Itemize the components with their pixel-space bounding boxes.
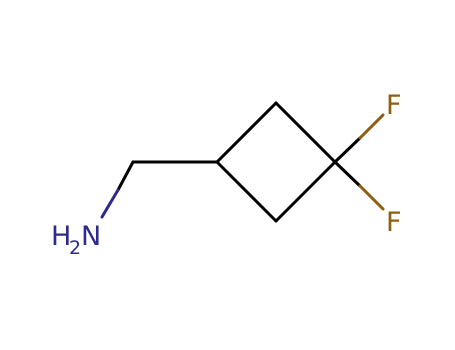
amine-nitrogen-label: N [81,221,101,252]
amine-hydrogen-label: H [51,221,71,252]
bond-ch2-to-n-carbon-half [116,160,135,192]
bond-c-to-f-bottom-carbon-half [333,160,362,188]
fluorine-bottom-label: F [386,207,402,238]
bond-ch2-to-n-nitrogen-half [100,188,120,219]
bond-c-to-f-bottom-fluorine-half [358,184,385,211]
amine-hydrogen-subscript: 2 [69,237,81,259]
bond-ring-top-left [215,101,278,164]
bond-c-to-f-top-fluorine-half [358,113,385,140]
bond-c-to-f-top-carbon-half [333,136,362,164]
fluorine-top-label: F [386,90,402,121]
bond-ring-bottom-left [215,160,278,223]
bond-ring-bottom-right [274,160,337,223]
bond-ring-top-right [274,101,337,164]
